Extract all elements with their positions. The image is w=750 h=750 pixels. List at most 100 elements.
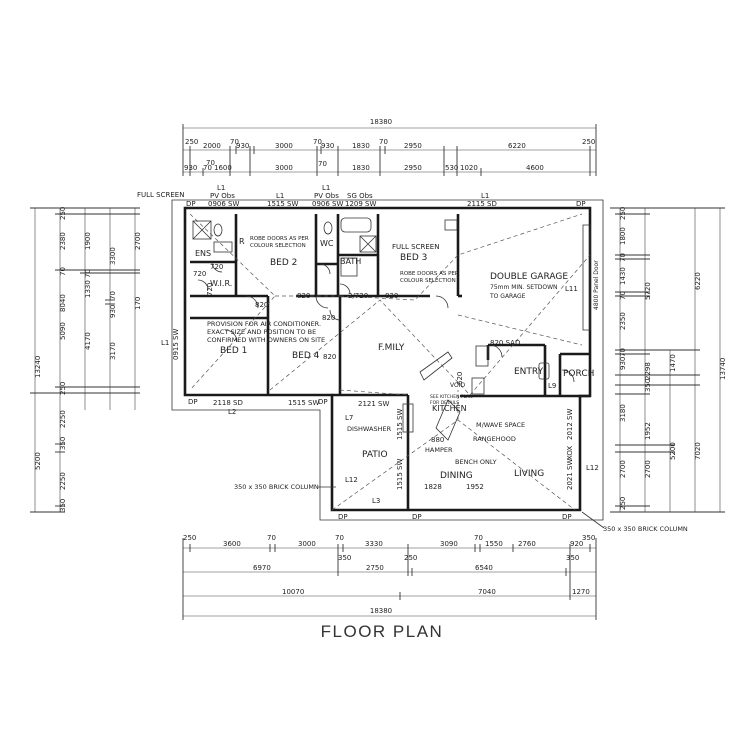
dim-text: 70 — [318, 160, 327, 168]
door-size: 2/720 — [348, 292, 368, 300]
robe-note: COLOUR SELECTION — [400, 278, 456, 284]
door-size: 820 — [385, 292, 398, 300]
label-window: 1209 SW — [345, 200, 376, 208]
label-downpipe: DP — [576, 200, 586, 208]
drawing-title: FLOOR PLAN — [321, 622, 444, 641]
door-size: 820 — [255, 301, 268, 309]
dim-text: 3330 — [365, 540, 383, 548]
dim-text: 3300 — [109, 247, 117, 265]
label-window: 0906 SW — [312, 200, 343, 208]
lintel-label: L3 — [372, 497, 380, 505]
panel-door-label: 4800 Panel Door — [593, 260, 600, 310]
room-porch: PORCH — [563, 369, 594, 379]
laundry-tub — [444, 219, 458, 231]
dim-text: 1952 — [644, 422, 652, 440]
lintel-label: L11 — [565, 285, 578, 293]
bath-icon — [340, 217, 372, 233]
roof-outline — [171, 199, 604, 521]
void-label: VOID — [450, 382, 465, 389]
brick-column-note: 350 x 350 BRICK COLUMN — [603, 525, 688, 533]
garage-door — [582, 224, 591, 331]
dim-text: 930 — [619, 357, 627, 370]
dim-text: 1600 — [214, 164, 232, 172]
dim-text: 3000 — [275, 142, 293, 150]
dim-text: 70 — [267, 534, 276, 542]
window-size: 2012 SW — [566, 409, 574, 440]
brick-column-note: 350 x 350 BRICK COLUMN — [234, 483, 319, 491]
dim-text: 70 — [619, 291, 627, 300]
dim-text: 350 — [338, 554, 351, 562]
top-dimensions: 18380 250 2000 70 930 3000 70 930 1830 7… — [182, 118, 597, 176]
dim-text: 250 — [185, 138, 198, 146]
window-size: 2021 SW — [566, 459, 574, 490]
dim-text: 350 — [644, 379, 652, 392]
label-window: L1 — [217, 184, 225, 192]
dim-text: 170 — [134, 297, 142, 310]
dim-text: 6540 — [475, 564, 493, 572]
label-window: 2115 SD — [467, 200, 497, 208]
dim-text: 350 — [59, 437, 67, 450]
door-size: 720 — [210, 263, 223, 271]
label-downpipe: DP — [412, 513, 422, 521]
dim-text: 13740 — [719, 358, 727, 380]
robe-note: COLOUR SELECTION — [250, 243, 306, 249]
dim-text: 70 — [203, 164, 212, 172]
dim-text: 250 — [582, 138, 595, 146]
dim-text: 930 — [321, 142, 334, 150]
room-living: LIVING — [514, 469, 544, 479]
door-window-labels: 720 720 720 2/720 820 820 820 820 SAD 82… — [161, 263, 599, 521]
fixtures — [192, 217, 550, 441]
dim-text: 3180 — [619, 404, 627, 422]
dim-text: 70 — [474, 534, 483, 542]
kitchen-note: SEE KITCHEN PLAN — [430, 394, 473, 400]
dim-text: 250 — [404, 554, 417, 562]
bottom-dimensions: 250 3600 70 3000 70 3330 3090 70 1550 27… — [182, 534, 597, 620]
external-wall — [183, 206, 592, 512]
label-downpipe: DP — [186, 200, 196, 208]
label-downpipe: DP — [188, 398, 198, 406]
dim-text: 2700 — [644, 460, 652, 478]
room-kitchen: KITCHEN — [432, 404, 467, 413]
dim-text: 5200 — [34, 452, 42, 470]
label-window: L1 — [276, 192, 284, 200]
door-size: 820 — [323, 353, 336, 361]
lintel-label: L12 — [345, 476, 358, 484]
dim-text: 8040 — [59, 294, 67, 312]
room-bed3: BED 3 — [400, 253, 427, 263]
dim-text: 1020 — [460, 164, 478, 172]
dim-text: 5720 — [644, 282, 652, 300]
room-entry: ENTRY — [514, 367, 544, 377]
robe-marker: R — [239, 237, 245, 246]
dim-text: 1330 — [84, 280, 92, 298]
garage-note: 75mm MIN. SETDOWN — [490, 284, 558, 291]
dim-text: 1830 — [352, 164, 370, 172]
label-window: 1515 SW — [267, 200, 298, 208]
dim-text: 350 — [566, 554, 579, 562]
right-dimensions: 250 1800 70 1430 70 2350 70 930 3180 270… — [610, 207, 727, 513]
label-window: L1 — [322, 184, 330, 192]
building-walls — [171, 199, 604, 521]
door-swings — [197, 261, 575, 383]
toilet-icon — [323, 221, 333, 235]
room-double-garage: DOUBLE GARAGE — [490, 272, 568, 282]
dim-text: 70 — [619, 348, 627, 357]
dim-text: 350 — [582, 534, 595, 542]
dim-text: 1800 — [619, 227, 627, 245]
dim-text: 70 — [206, 159, 215, 167]
dim-text: 70 — [230, 138, 239, 146]
label-window: PV Obs — [210, 192, 235, 200]
dim-text: 3000 — [298, 540, 316, 548]
window-size: 1515 SW — [288, 399, 319, 407]
door-size: 820 — [322, 314, 335, 322]
dim-text: 930 — [109, 305, 117, 318]
garage-note: TO GARAGE — [489, 293, 526, 300]
label-downpipe: DP — [318, 398, 328, 406]
dim-text: 3600 — [223, 540, 241, 548]
dim-text: 2250 — [59, 472, 67, 490]
window-size: 2121 SW — [358, 400, 389, 408]
dim-text: 10070 — [282, 588, 304, 596]
aircon-note: CONFIRMED WITH OWNERS ON SITE — [207, 336, 325, 344]
dim-text: 6220 — [508, 142, 526, 150]
opening-size: 620 — [456, 372, 464, 385]
